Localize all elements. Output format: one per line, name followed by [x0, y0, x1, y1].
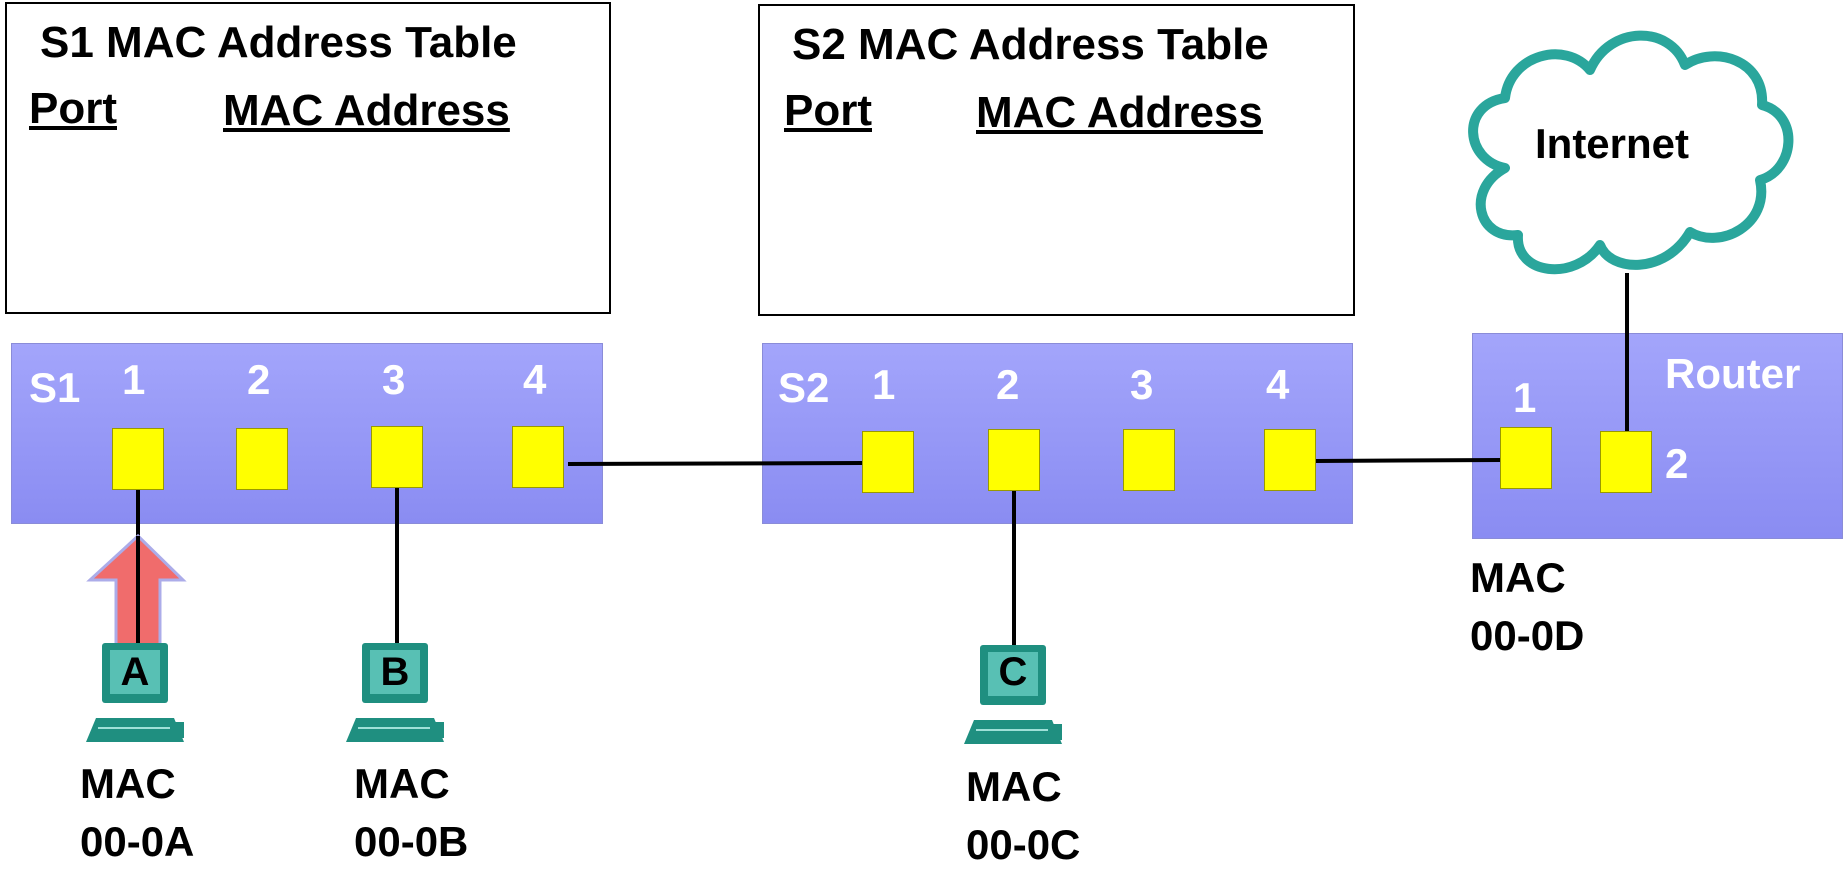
s2-port-3-label: 3	[1130, 361, 1154, 408]
pc-a-mac-value: 00-0A	[80, 818, 195, 865]
s1-port-4-label: 4	[523, 356, 547, 403]
pc-a-letter: A	[120, 650, 150, 694]
pc-c-mac: MAC 00-0C	[966, 758, 1080, 874]
router-port-1[interactable]	[1500, 427, 1552, 489]
s1-mac-header: MAC Address	[223, 86, 510, 135]
pc-c-icon	[964, 645, 1062, 744]
s2-port-2-label: 2	[996, 361, 1020, 408]
internet-label: Internet	[1535, 120, 1690, 167]
s2-port-2[interactable]	[988, 429, 1040, 491]
s1-port-3[interactable]	[371, 426, 423, 488]
router-name: Router	[1665, 350, 1801, 397]
s2-port-4-label: 4	[1266, 361, 1290, 408]
s2-port-1-label: 1	[872, 361, 896, 408]
pc-b-letter: B	[380, 650, 410, 694]
s1-port-1[interactable]	[112, 428, 164, 490]
pc-b-icon	[346, 643, 444, 742]
s1-port-2-label: 2	[247, 356, 271, 403]
s2-port-header: Port	[784, 86, 872, 135]
router-port-2[interactable]	[1600, 431, 1652, 493]
pc-b-mac-label: MAC	[354, 760, 450, 807]
router-mac-value: 00-0D	[1470, 612, 1585, 659]
pc-b-mac-value: 00-0B	[354, 818, 469, 865]
pc-a-icon	[86, 643, 184, 742]
s1-port-4[interactable]	[512, 426, 564, 488]
s2-mac-table: S2 MAC Address Table Port MAC Address	[758, 4, 1355, 316]
switch-s1: S1 1 2 3 4	[11, 343, 603, 524]
pc-c-letter: C	[998, 650, 1028, 694]
s2-port-1[interactable]	[862, 431, 914, 493]
pc-c-mac-value: 00-0C	[966, 821, 1081, 868]
s2-table-title: S2 MAC Address Table	[792, 20, 1269, 69]
s1-port-1-label: 1	[122, 356, 146, 403]
router-port-2-label: 2	[1665, 440, 1689, 487]
switch-s1-name: S1	[29, 364, 81, 411]
pc-c-mac-label: MAC	[966, 763, 1062, 810]
pc-b-mac: MAC 00-0B	[354, 755, 468, 871]
pc-a-mac: MAC 00-0A	[80, 755, 194, 871]
switch-s2: S2 1 2 3 4	[762, 343, 1353, 524]
router-mac: MAC 00-0D	[1470, 549, 1584, 665]
s2-mac-header: MAC Address	[976, 88, 1263, 137]
pc-a-mac-label: MAC	[80, 760, 176, 807]
s1-table-title: S1 MAC Address Table	[40, 18, 517, 67]
s2-port-3[interactable]	[1123, 429, 1175, 491]
router-port-1-label: 1	[1513, 374, 1537, 421]
router-mac-label: MAC	[1470, 554, 1566, 601]
s1-port-2[interactable]	[236, 428, 288, 490]
s1-mac-table: S1 MAC Address Table Port MAC Address	[5, 2, 611, 314]
s1-port-3-label: 3	[382, 356, 406, 403]
s1-port-header: Port	[29, 84, 117, 133]
s2-port-4[interactable]	[1264, 429, 1316, 491]
internet-cloud-icon	[1468, 30, 1794, 275]
switch-s2-name: S2	[778, 364, 830, 411]
